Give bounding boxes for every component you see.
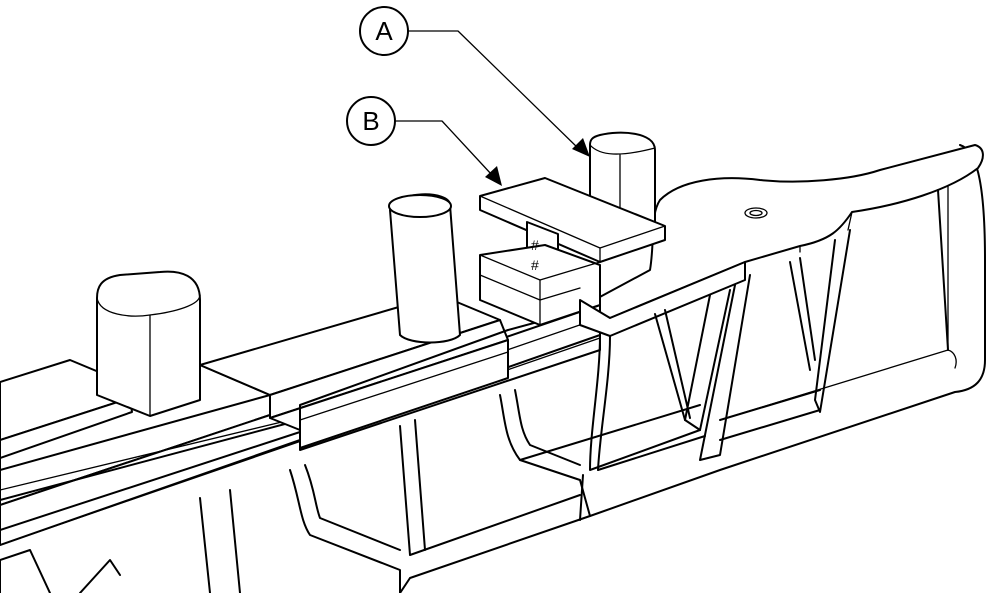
weld-symbol-upper: # <box>531 237 539 253</box>
callout-B-letter: B <box>362 106 379 136</box>
post-center <box>388 193 461 344</box>
callout-A-letter: A <box>375 16 393 46</box>
callout-B: B <box>346 96 502 186</box>
rib-frames <box>0 189 949 593</box>
callout-A: A <box>359 6 590 157</box>
side-deck-strip <box>579 261 746 337</box>
part-B-bracket: # # <box>479 177 666 326</box>
post-left <box>96 270 201 417</box>
callout-B-arrowhead <box>485 166 502 186</box>
bow-hole <box>744 207 768 219</box>
callout-A-arrowhead <box>572 138 590 157</box>
weld-symbol-lower: # <box>531 257 539 273</box>
